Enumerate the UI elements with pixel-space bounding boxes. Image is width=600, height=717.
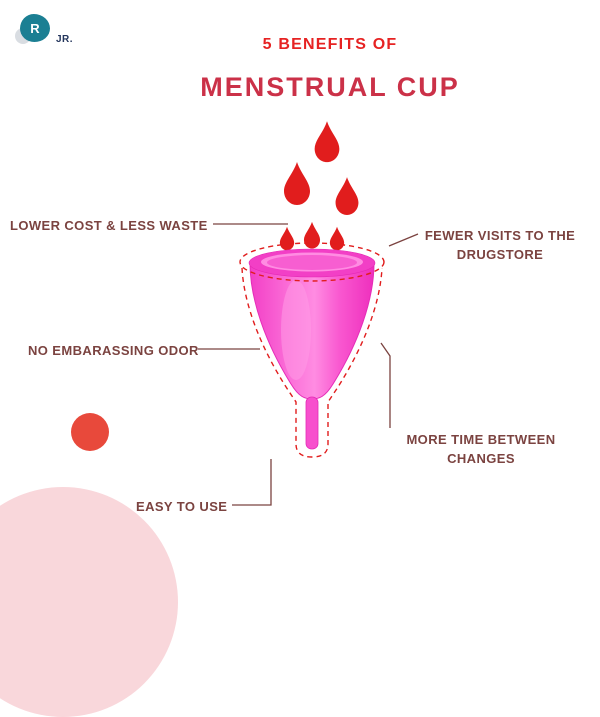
connector-lines: [198, 223, 419, 506]
connector-easy-to-use: [232, 459, 272, 506]
cup-stem: [305, 396, 319, 450]
kicker-text: 5 BENEFITS OF: [262, 36, 398, 53]
connector-fewer-visits: [388, 233, 419, 247]
blood-drop-icon: [284, 162, 310, 205]
dashed-outline: [239, 242, 385, 458]
page-title: MENSTRUAL CUP: [200, 72, 460, 102]
blood-drop-icon: [335, 177, 359, 215]
label-no-odor: NO EMBARASSING ODOR: [28, 343, 199, 358]
logo-suffix: JR.: [56, 34, 74, 45]
label-lower-cost: LOWER COST & LESS WASTE: [10, 218, 208, 233]
blood-drop-icon: [314, 121, 340, 163]
label-fewer-visits: FEWER VISITS TO THE DRUGSTORE: [424, 228, 576, 262]
blood-drop-icon: [279, 226, 295, 251]
logo-letter: R: [30, 20, 40, 36]
menstrual-cup-illustration: [198, 121, 419, 506]
red-dot-accent: [71, 413, 109, 451]
connector-more-time: [380, 342, 391, 428]
blood-drops: [279, 121, 359, 251]
cup-body: [248, 248, 376, 450]
label-more-time: MORE TIME BETWEEN CHANGES: [406, 432, 556, 466]
label-easy-to-use: EASY TO USE: [136, 499, 228, 514]
blood-drop-icon: [303, 221, 321, 249]
header: 5 BENEFITS OF MENSTRUAL CUP: [60, 36, 600, 103]
blood-drop-icon: [329, 226, 345, 251]
